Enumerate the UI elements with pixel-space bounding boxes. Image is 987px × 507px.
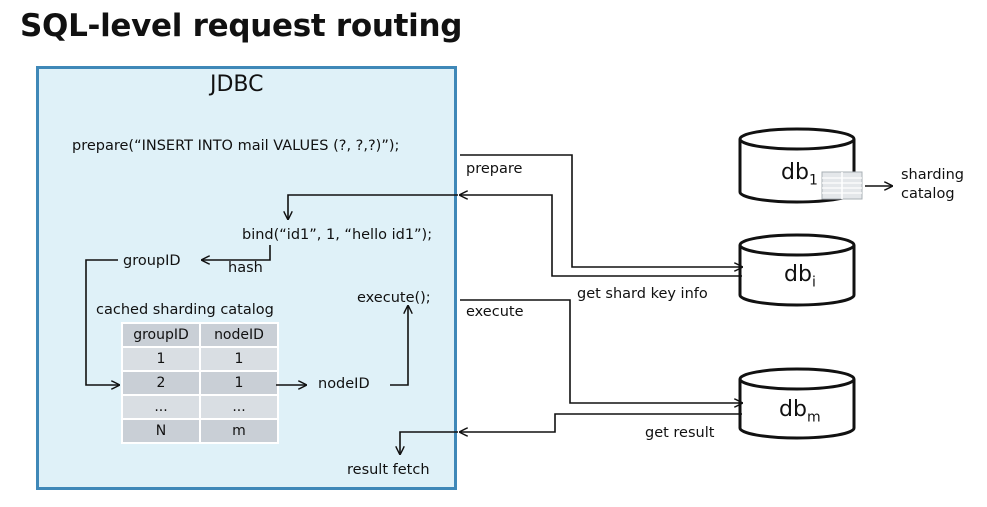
execute-arrow [390, 306, 408, 386]
page-title: SQL-level request routing [20, 8, 463, 44]
db-subscript: 1 [808, 172, 818, 189]
result-fetch-arrow [400, 431, 458, 454]
db-name: db [784, 262, 812, 287]
table-cell: ... [121, 394, 201, 420]
table-row: 1 1 [121, 346, 279, 372]
table-cell: N [121, 418, 201, 444]
bind-call: bind(“id1”, 1, “hello id1”); [242, 227, 433, 243]
table-header-row: groupID nodeID [121, 322, 279, 348]
execute-call: execute(); [357, 290, 431, 306]
node-id-label: nodeID [318, 376, 370, 392]
hash-arrow [202, 245, 271, 260]
hash-label: hash [228, 260, 263, 276]
group-id-label: groupID [123, 253, 181, 269]
get-shard-key-info-arrow [460, 195, 742, 277]
database-cylinder-dbi [738, 233, 856, 307]
dbm-label: dbm [779, 397, 821, 425]
bind-arrow [288, 194, 458, 219]
cache-title: cached sharding catalog [96, 302, 274, 318]
execute-message-arrow [460, 299, 742, 403]
db-name: db [779, 397, 807, 422]
db-subscript: m [806, 409, 821, 426]
db-subscript: i [811, 274, 816, 291]
table-cell: ... [199, 394, 279, 420]
table-cell: 1 [199, 370, 279, 396]
get-result-arrow [460, 413, 742, 432]
dbi-label: dbi [784, 262, 816, 290]
result-fetch-label: result fetch [347, 462, 430, 478]
database-cylinder-dbm [738, 367, 856, 440]
execute-message: execute [466, 304, 524, 320]
db-name: db [781, 160, 809, 185]
prepare-arrow [460, 154, 742, 267]
column-header: nodeID [199, 322, 279, 348]
get-result-message: get result [645, 425, 715, 441]
table-cell: 1 [121, 346, 201, 372]
sharding-catalog-label: sharding catalog [901, 167, 964, 202]
prepare-call: prepare(“INSERT INTO mail VALUES (?, ?,?… [72, 138, 400, 154]
cached-sharding-catalog-table: groupID nodeID 1 1 2 1 ... ... N m [121, 322, 279, 444]
column-header: groupID [121, 322, 201, 348]
table-row: ... ... [121, 394, 279, 420]
table-cell: 1 [199, 346, 279, 372]
get-shard-key-info-message: get shard key info [577, 286, 708, 302]
table-cell: 2 [121, 370, 201, 396]
db1-label: db1 [781, 160, 818, 188]
table-row: N m [121, 418, 279, 444]
group-lookup-arrow [85, 259, 119, 385]
table-row: 2 1 [121, 370, 279, 396]
prepare-message: prepare [466, 161, 523, 177]
sharding-catalog-table-icon [821, 171, 863, 200]
table-cell: m [199, 418, 279, 444]
jdbc-title: JDBC [210, 72, 264, 97]
